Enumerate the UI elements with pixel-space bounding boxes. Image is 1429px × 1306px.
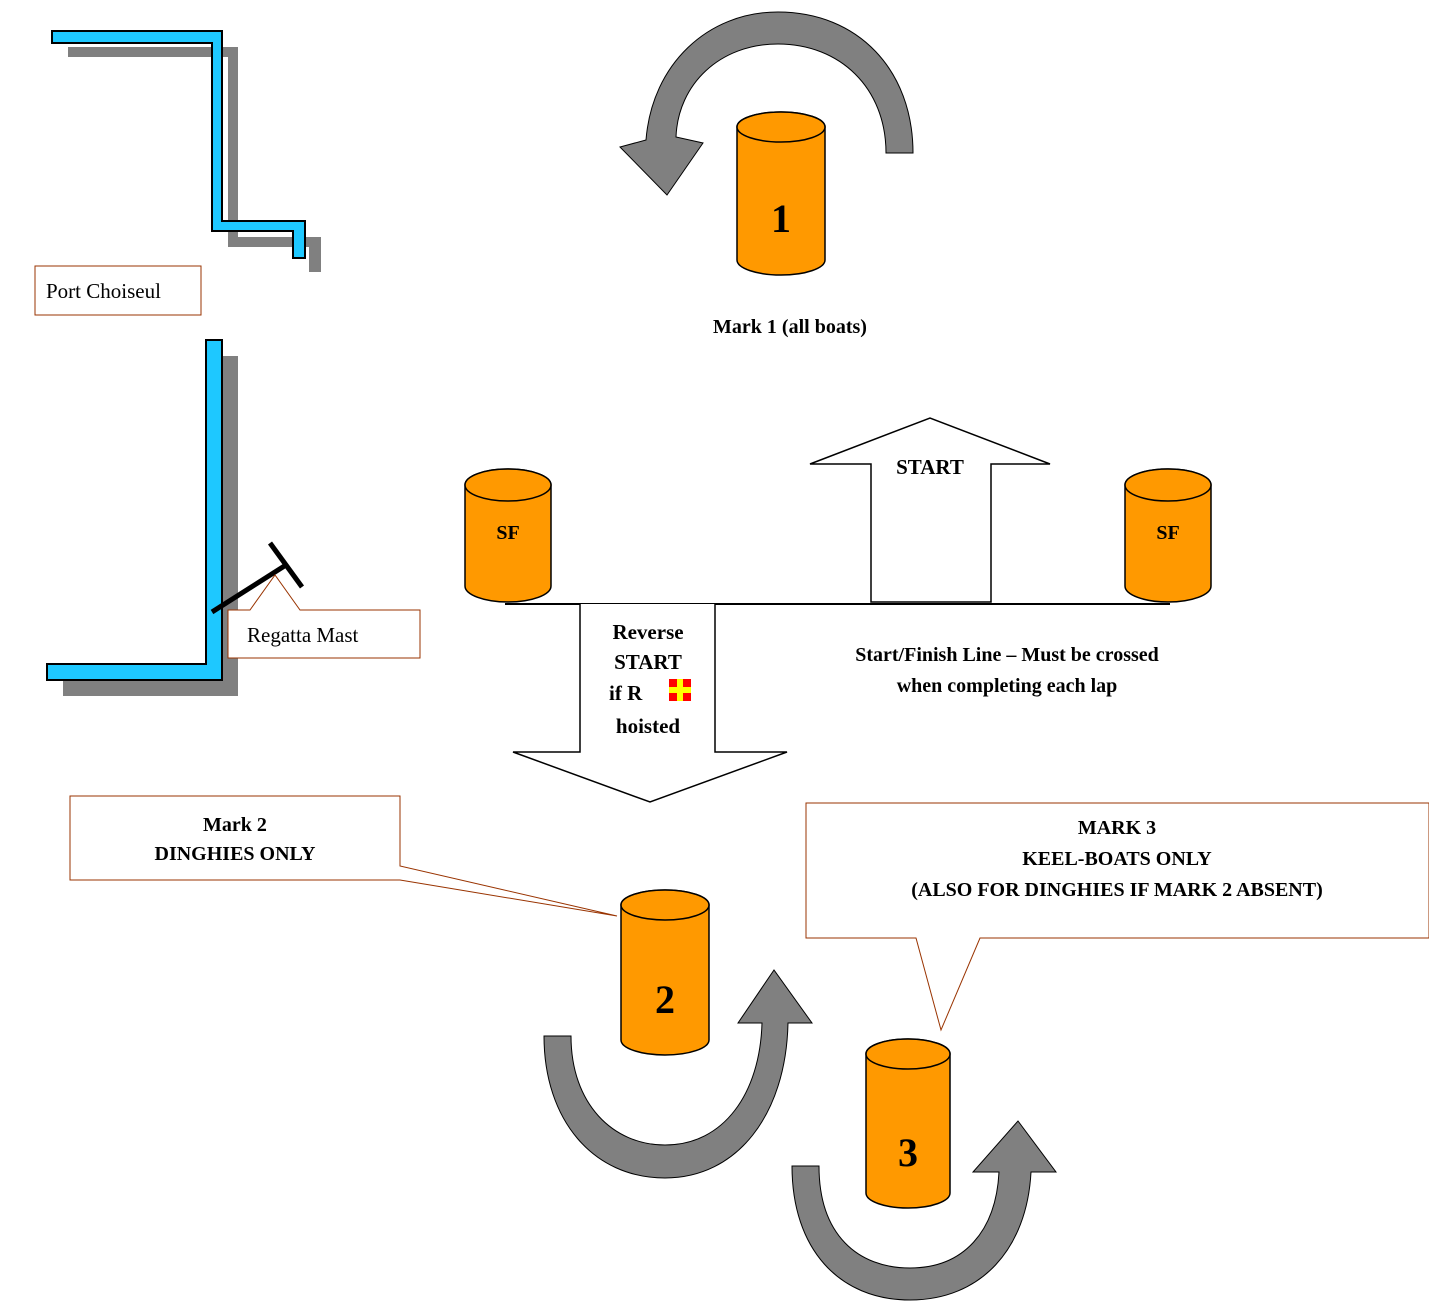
mark-3-callout: MARK 3 KEEL-BOATS ONLY (ALSO FOR DINGHIE… bbox=[805, 802, 1429, 1032]
lower-jetty bbox=[46, 339, 238, 696]
mark-2-callout: Mark 2 DINGHIES ONLY bbox=[69, 795, 618, 917]
port-choiseul-jetty bbox=[51, 30, 321, 272]
line-caption-1: Start/Finish Line – Must be crossed bbox=[855, 644, 1159, 666]
reverse-line-2: START bbox=[614, 650, 682, 674]
regatta-mast-label: Regatta Mast bbox=[247, 623, 359, 647]
port-choiseul-label: Port Choiseul bbox=[46, 279, 161, 303]
mark-3-callout-line-2: KEEL-BOATS ONLY bbox=[1022, 848, 1212, 870]
reverse-line-1: Reverse bbox=[612, 620, 683, 644]
mark-3-rotation-arrow bbox=[791, 1120, 1057, 1301]
mark-2-number: 2 bbox=[655, 977, 675, 1022]
mark-1-caption: Mark 1 (all boats) bbox=[713, 316, 867, 338]
start-arrow: START bbox=[809, 417, 1051, 603]
mark-3-callout-line-1: MARK 3 bbox=[1078, 817, 1156, 839]
regatta-mast-callout: Regatta Mast bbox=[227, 574, 421, 659]
sf-right-label: SF bbox=[1156, 522, 1179, 544]
mark-2-buoy: 2 bbox=[620, 889, 710, 1056]
port-choiseul-callout: Port Choiseul bbox=[34, 265, 202, 316]
mark-1-buoy: 1 bbox=[736, 111, 826, 276]
reverse-start-arrow: Reverse START if R hoisted bbox=[512, 604, 788, 803]
reverse-line-3: if R bbox=[609, 681, 643, 705]
mark-2-callout-line-2: DINGHIES ONLY bbox=[155, 843, 317, 865]
mark-3-buoy: 3 bbox=[865, 1038, 951, 1209]
mark-2-rotation-arrow bbox=[543, 969, 813, 1179]
sf-buoy-left: SF bbox=[464, 468, 552, 603]
mark-1-rotation-arrow bbox=[619, 11, 914, 196]
mark-1-number: 1 bbox=[771, 196, 791, 241]
mark-3-number: 3 bbox=[898, 1130, 918, 1175]
sf-buoy-right: SF bbox=[1124, 468, 1212, 603]
mark-2-callout-line-1: Mark 2 bbox=[203, 814, 267, 836]
mark-3-callout-line-3: (ALSO FOR DINGHIES IF MARK 2 ABSENT) bbox=[911, 879, 1323, 901]
start-label: START bbox=[896, 455, 964, 479]
line-caption-2: when completing each lap bbox=[897, 675, 1118, 697]
reverse-line-4: hoisted bbox=[616, 714, 681, 738]
r-flag-icon bbox=[669, 679, 691, 701]
regatta-mast-icon bbox=[210, 541, 305, 615]
sf-left-label: SF bbox=[496, 522, 519, 544]
